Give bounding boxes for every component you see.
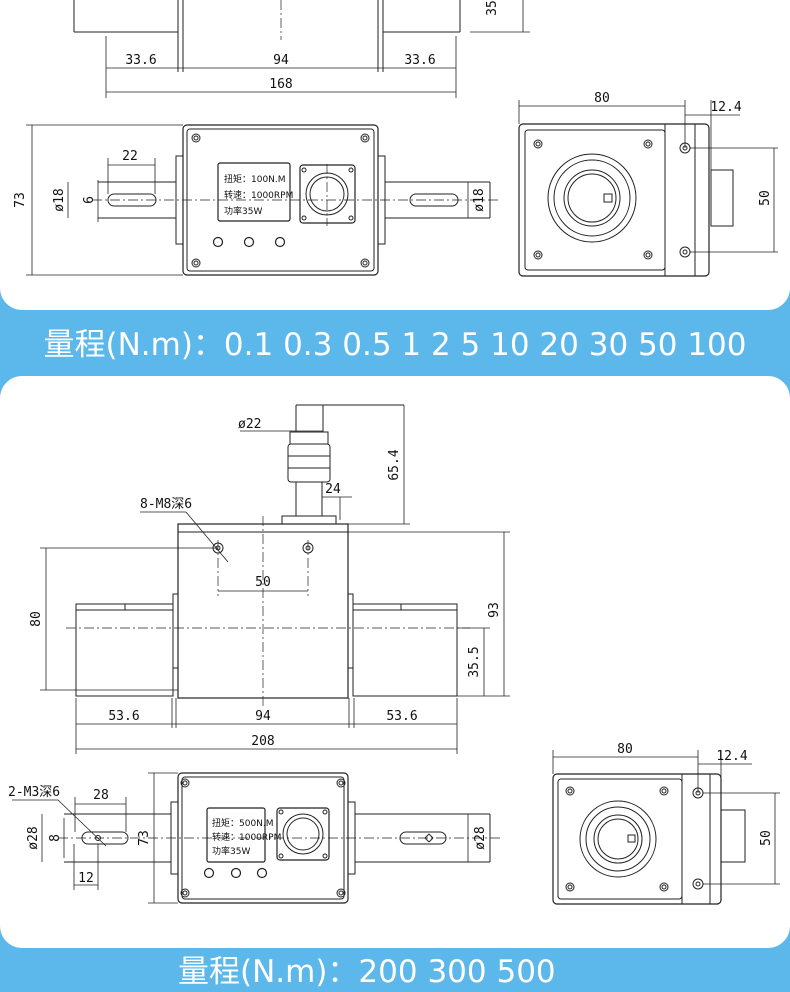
top-side-view: 80 12.4 50 xyxy=(518,91,778,277)
bottom-front-cable-height: 65.4 xyxy=(387,449,402,480)
top-front-dim-center: 94 xyxy=(273,53,289,68)
top-label-line-1: 扭矩：100N.M xyxy=(224,173,286,185)
top-shaft-dia-right: ø18 xyxy=(472,188,487,211)
bottom-label-line-1: 扭矩：500N.M xyxy=(212,817,274,829)
top-drawing-panel xyxy=(0,0,790,310)
bottom-front-height-right: 93 xyxy=(487,602,502,618)
bottom-front-dim-right: 53.6 xyxy=(386,709,417,724)
range-band-top: 量程(N.m)：0.1 0.3 0.5 1 2 5 10 20 30 50 10… xyxy=(43,327,747,363)
bottom-label-line-2: 转速：1000RPM xyxy=(212,831,281,843)
top-side-width: 80 xyxy=(594,91,610,106)
bottom-side-width: 80 xyxy=(617,742,633,757)
top-shaft-dia-left: ø18 xyxy=(52,188,67,211)
bottom-plan-thread-note: 2-M3深6 xyxy=(8,785,60,800)
bottom-side-offset: 12.4 xyxy=(716,749,747,764)
top-label-line-3: 功率35W xyxy=(224,205,262,217)
bottom-front-dim-total: 208 xyxy=(251,734,274,749)
bottom-front-connector: 24 xyxy=(325,482,341,497)
top-key-length: 22 xyxy=(122,149,138,164)
bottom-plan-height: 73 xyxy=(137,830,152,846)
bottom-drawing-panel xyxy=(0,376,790,948)
bottom-front-height-left: 80 xyxy=(29,611,44,627)
bottom-key-offset: 12 xyxy=(78,871,94,886)
top-front-dim-right: 33.6 xyxy=(404,53,435,68)
bottom-key-width: 8 xyxy=(48,834,63,842)
bottom-front-dim-left: 53.6 xyxy=(108,709,139,724)
top-key-width: 6 xyxy=(82,196,97,204)
bottom-plan-view: 扭矩：500N.M 转速：1000RPM 功率35W 73 ø28 8 28 2… xyxy=(8,772,500,904)
bottom-front-hole-spacing: 50 xyxy=(255,575,271,590)
top-front-dim-left: 33.6 xyxy=(125,53,156,68)
top-side-offset: 12.4 xyxy=(710,100,741,115)
bottom-front-dim-center: 94 xyxy=(255,709,271,724)
bottom-label-line-3: 功率35W xyxy=(212,845,250,857)
top-front-partial-dim: 35 xyxy=(485,0,500,16)
bottom-shaft-dia-left: ø28 xyxy=(26,826,41,849)
bottom-key-length: 28 xyxy=(93,788,109,803)
top-front-view: 35 33.6 94 33.6 168 xyxy=(73,0,530,98)
bottom-front-view: 50 8-M8深6 ø22 24 65.4 80 93 35.5 53.6 94… xyxy=(29,404,510,754)
top-plan-height: 73 xyxy=(13,192,28,208)
top-side-hole-spacing: 50 xyxy=(758,190,773,206)
bottom-shaft-dia-right: ø28 xyxy=(473,826,488,849)
bottom-front-cable-dia: ø22 xyxy=(238,417,261,432)
top-plan-view: 扭矩：100N.M 转速：1000RPM 功率35W 73 ø18 6 22 ø… xyxy=(13,124,500,276)
top-label-line-2: 转速：1000RPM xyxy=(224,189,293,201)
bottom-front-thread-note: 8-M8深6 xyxy=(140,497,192,512)
top-front-dim-total: 168 xyxy=(269,77,292,92)
bottom-front-axis-height: 35.5 xyxy=(467,646,482,677)
bottom-side-hole-spacing: 50 xyxy=(759,830,774,846)
bottom-side-view: 80 12.4 50 xyxy=(552,742,780,905)
